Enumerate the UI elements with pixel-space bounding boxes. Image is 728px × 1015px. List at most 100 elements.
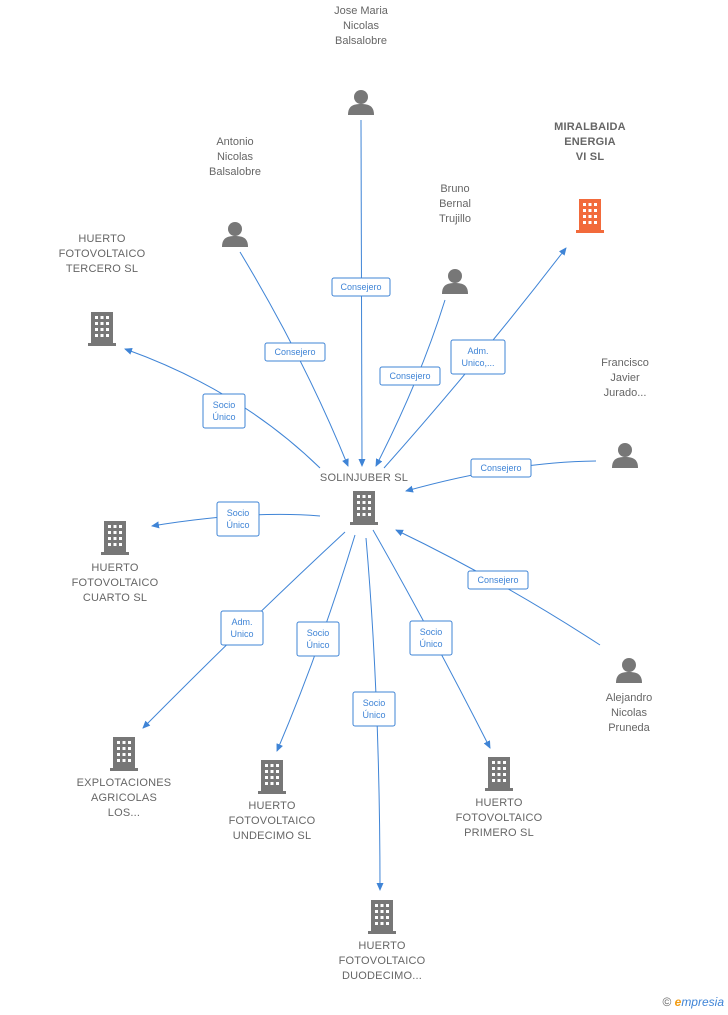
node-label: CUARTO SL — [83, 592, 147, 604]
node-label: FOTOVOLTAICO — [59, 248, 146, 260]
building-icon — [350, 491, 378, 525]
edges-layer: ConsejeroConsejeroConsejeroAdm.Unico,...… — [124, 119, 601, 891]
edge-label-text: Consejero — [340, 282, 381, 292]
edge-label-box — [352, 691, 396, 727]
edge-label[interactable]: Adm. Unico,... — [450, 339, 506, 375]
edge-label-text: Único — [212, 412, 235, 422]
node-label: Bruno — [440, 183, 469, 195]
edge-francisco-solinjuber: Consejero — [405, 458, 597, 493]
node-label: Francisco — [601, 357, 649, 369]
edge-label-text: Socio — [227, 508, 250, 518]
building-icon — [368, 900, 396, 934]
node-label: EXPLOTACIONES — [77, 777, 172, 789]
edge-label[interactable]: Consejero — [467, 570, 529, 590]
edge-label[interactable]: Consejero — [379, 366, 441, 386]
edge-solinjuber-miralbaida: Adm. Unico,... — [383, 247, 567, 469]
edge-label-box — [216, 501, 260, 537]
edge-label-box — [467, 570, 529, 590]
node-solinjuber[interactable]: SOLINJUBER SL — [320, 472, 408, 525]
node-label: Jurado... — [604, 387, 647, 399]
copyright-symbol: © — [662, 995, 672, 1009]
edge-solinjuber-explotaciones: Adm.Unico — [142, 531, 346, 729]
edge-label-box — [220, 610, 264, 646]
node-cuarto[interactable]: HUERTO FOTOVOLTAICO CUARTO SL — [72, 521, 159, 604]
node-label: ENERGIA — [564, 136, 616, 148]
node-label: Nicolas — [343, 20, 380, 32]
node-label: Bernal — [439, 198, 471, 210]
person-icon — [616, 658, 642, 683]
edge-label-text: Único — [226, 520, 249, 530]
edge-bruno-solinjuber: Consejero — [375, 299, 446, 467]
node-explotaciones[interactable]: EXPLOTACIONESAGRICOLASLOS... — [77, 737, 172, 819]
edge-label-text: Adm. — [467, 346, 488, 356]
edge-label-text: Adm. — [231, 617, 252, 627]
brand-initial: e — [674, 995, 682, 1009]
edge-alejandro-solinjuber: Consejero — [395, 529, 601, 646]
node-label: Balsalobre — [335, 35, 387, 47]
edge-antonio-solinjuber: Consejero — [239, 251, 349, 467]
edge-label-box — [331, 277, 391, 297]
node-label: HUERTO — [91, 562, 138, 574]
edge-label-text: Consejero — [389, 371, 430, 381]
building-icon — [110, 737, 138, 771]
edge-label-text: Consejero — [274, 347, 315, 357]
edge-label-box — [470, 458, 532, 478]
node-francisco[interactable]: FranciscoJavierJurado... — [601, 357, 649, 468]
node-label: AGRICOLAS — [91, 792, 157, 804]
edge-label-box — [202, 393, 246, 429]
node-label: Javier — [610, 372, 640, 384]
edge-label-text: Consejero — [480, 463, 521, 473]
node-label: FOTOVOLTAICO — [456, 812, 543, 824]
edge-label[interactable]: Adm.Unico — [220, 610, 264, 646]
edge-label-text: Socio — [363, 698, 386, 708]
edge-label-box — [296, 621, 340, 657]
node-label: UNDECIMO SL — [233, 830, 312, 842]
node-label: Jose Maria — [334, 5, 389, 17]
edge-label-text: Socio — [213, 400, 236, 410]
node-label: FOTOVOLTAICO — [72, 577, 159, 589]
node-label: Nicolas — [217, 151, 254, 163]
building-icon — [485, 757, 513, 791]
node-label: Antonio — [216, 136, 253, 148]
node-label: Nicolas — [611, 707, 648, 719]
node-label: VI SL — [576, 151, 605, 163]
node-label: HUERTO — [358, 940, 405, 952]
building-icon — [258, 760, 286, 794]
edge-label-box — [264, 342, 326, 362]
node-label: Pruneda — [608, 722, 650, 734]
node-label: PRIMERO SL — [464, 827, 534, 839]
edge-label-box — [450, 339, 506, 375]
node-label: SOLINJUBER SL — [320, 472, 408, 484]
node-label: TERCERO SL — [66, 263, 138, 275]
edge-label-text: Socio — [420, 627, 443, 637]
edge-label[interactable]: Consejero — [264, 342, 326, 362]
node-duodecimo[interactable]: HUERTOFOTOVOLTAICODUODECIMO... — [339, 900, 426, 982]
brand-footer: © empresia — [662, 995, 724, 1009]
edge-label[interactable]: Consejero — [331, 277, 391, 297]
brand-name: mpresia — [681, 995, 724, 1009]
node-label: Alejandro — [606, 692, 652, 704]
node-label: Trujillo — [439, 213, 471, 225]
edge-label[interactable]: Consejero — [470, 458, 532, 478]
edge-jose-solinjuber: Consejero — [331, 119, 391, 467]
building-icon — [88, 312, 116, 346]
person-icon — [222, 222, 248, 247]
edge-label-text: Unico,... — [461, 358, 494, 368]
building-icon — [101, 521, 129, 555]
